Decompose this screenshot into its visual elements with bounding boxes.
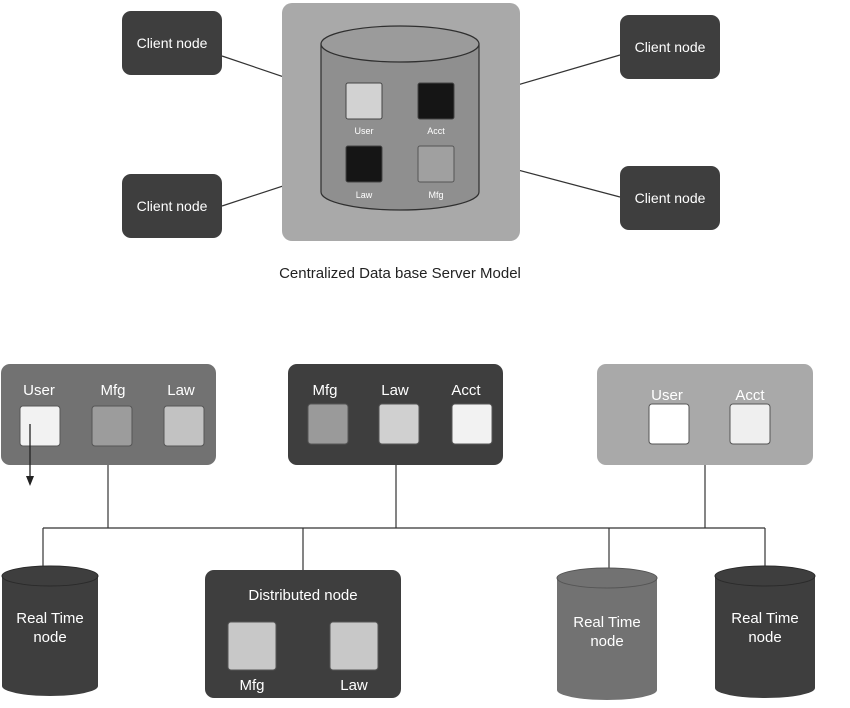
module-square-law[interactable] <box>378 403 420 445</box>
cylinder-body <box>557 578 657 700</box>
module-label: Law <box>340 677 368 694</box>
cylinder-top <box>556 567 658 589</box>
distributed-model: User Mfg Law Mfg Law Acct User Acct <box>1 364 816 700</box>
module-square-law[interactable] <box>163 405 205 447</box>
site-group-1[interactable]: User Mfg Law <box>1 364 216 465</box>
module-label: Mfg <box>312 382 337 399</box>
node-label-line2: node <box>33 629 66 646</box>
db-module-acct[interactable]: Acct <box>417 82 455 136</box>
centralized-model: User Acct Law Mfg Client node Client nod… <box>122 3 720 282</box>
db-module-user[interactable]: User <box>345 82 383 136</box>
module-label: User <box>651 387 683 404</box>
client-node-label: Client node <box>137 35 208 51</box>
client-node-label: Client node <box>137 198 208 214</box>
node-label-line1: Real Time <box>731 610 799 627</box>
module-square <box>345 82 383 120</box>
client-node-bottom-right[interactable]: Client node <box>620 166 720 230</box>
client-node-box <box>620 166 720 230</box>
distributed-node[interactable]: Distributed node Mfg Law <box>205 570 401 698</box>
node-label-line2: node <box>590 633 623 650</box>
real-time-node-2[interactable]: Real Time node <box>556 567 658 700</box>
module-label: Mfg <box>428 190 443 200</box>
db-module-law[interactable]: Law <box>345 145 383 200</box>
module-square-mfg[interactable] <box>307 403 349 445</box>
module-label: Law <box>381 382 409 399</box>
client-node-label: Client node <box>635 39 706 55</box>
client-node-box <box>620 15 720 79</box>
site-group-2[interactable]: Mfg Law Acct <box>288 364 503 465</box>
node-label-line2: node <box>748 629 781 646</box>
client-node-label: Client node <box>635 190 706 206</box>
module-square <box>417 82 455 120</box>
module-square-mfg[interactable] <box>227 621 277 671</box>
module-label: Acct <box>735 387 765 404</box>
module-square-acct[interactable] <box>451 403 493 445</box>
client-node-box <box>122 11 222 75</box>
module-square-user[interactable] <box>19 405 61 447</box>
centralized-caption: Centralized Data base Server Model <box>279 265 521 282</box>
real-time-node-1[interactable]: Real Time node <box>1 565 99 696</box>
module-label: User <box>354 126 373 136</box>
module-label: Acct <box>451 382 481 399</box>
down-arrow-icon <box>26 424 34 486</box>
database-cylinder <box>320 25 480 211</box>
cylinder-top <box>1 565 99 587</box>
network-lines <box>42 465 766 570</box>
module-square-acct[interactable] <box>729 403 771 445</box>
module-square-user[interactable] <box>648 403 690 445</box>
site-group-3[interactable]: User Acct <box>597 364 813 465</box>
cylinder-top <box>320 25 480 63</box>
site-group-box <box>597 364 813 465</box>
module-label: User <box>23 382 55 399</box>
module-square <box>345 145 383 183</box>
cylinder-body <box>715 576 815 698</box>
module-label: Acct <box>427 126 445 136</box>
module-square-law[interactable] <box>329 621 379 671</box>
module-label: Mfg <box>100 382 125 399</box>
distributed-node-title: Distributed node <box>248 587 357 604</box>
cylinder-body <box>320 43 480 211</box>
module-square-mfg[interactable] <box>91 405 133 447</box>
db-module-mfg[interactable]: Mfg <box>417 145 455 200</box>
client-node-top-left[interactable]: Client node <box>122 11 222 75</box>
module-label: Mfg <box>239 677 264 694</box>
client-node-top-right[interactable]: Client node <box>620 15 720 79</box>
client-node-box <box>122 174 222 238</box>
real-time-node-3[interactable]: Real Time node <box>714 565 816 698</box>
node-label-line1: Real Time <box>573 614 641 631</box>
module-square <box>417 145 455 183</box>
node-label-line1: Real Time <box>16 610 84 627</box>
cylinder-body <box>2 576 98 696</box>
module-label: Law <box>167 382 195 399</box>
client-node-bottom-left[interactable]: Client node <box>122 174 222 238</box>
cylinder-top <box>714 565 816 587</box>
module-label: Law <box>356 190 373 200</box>
